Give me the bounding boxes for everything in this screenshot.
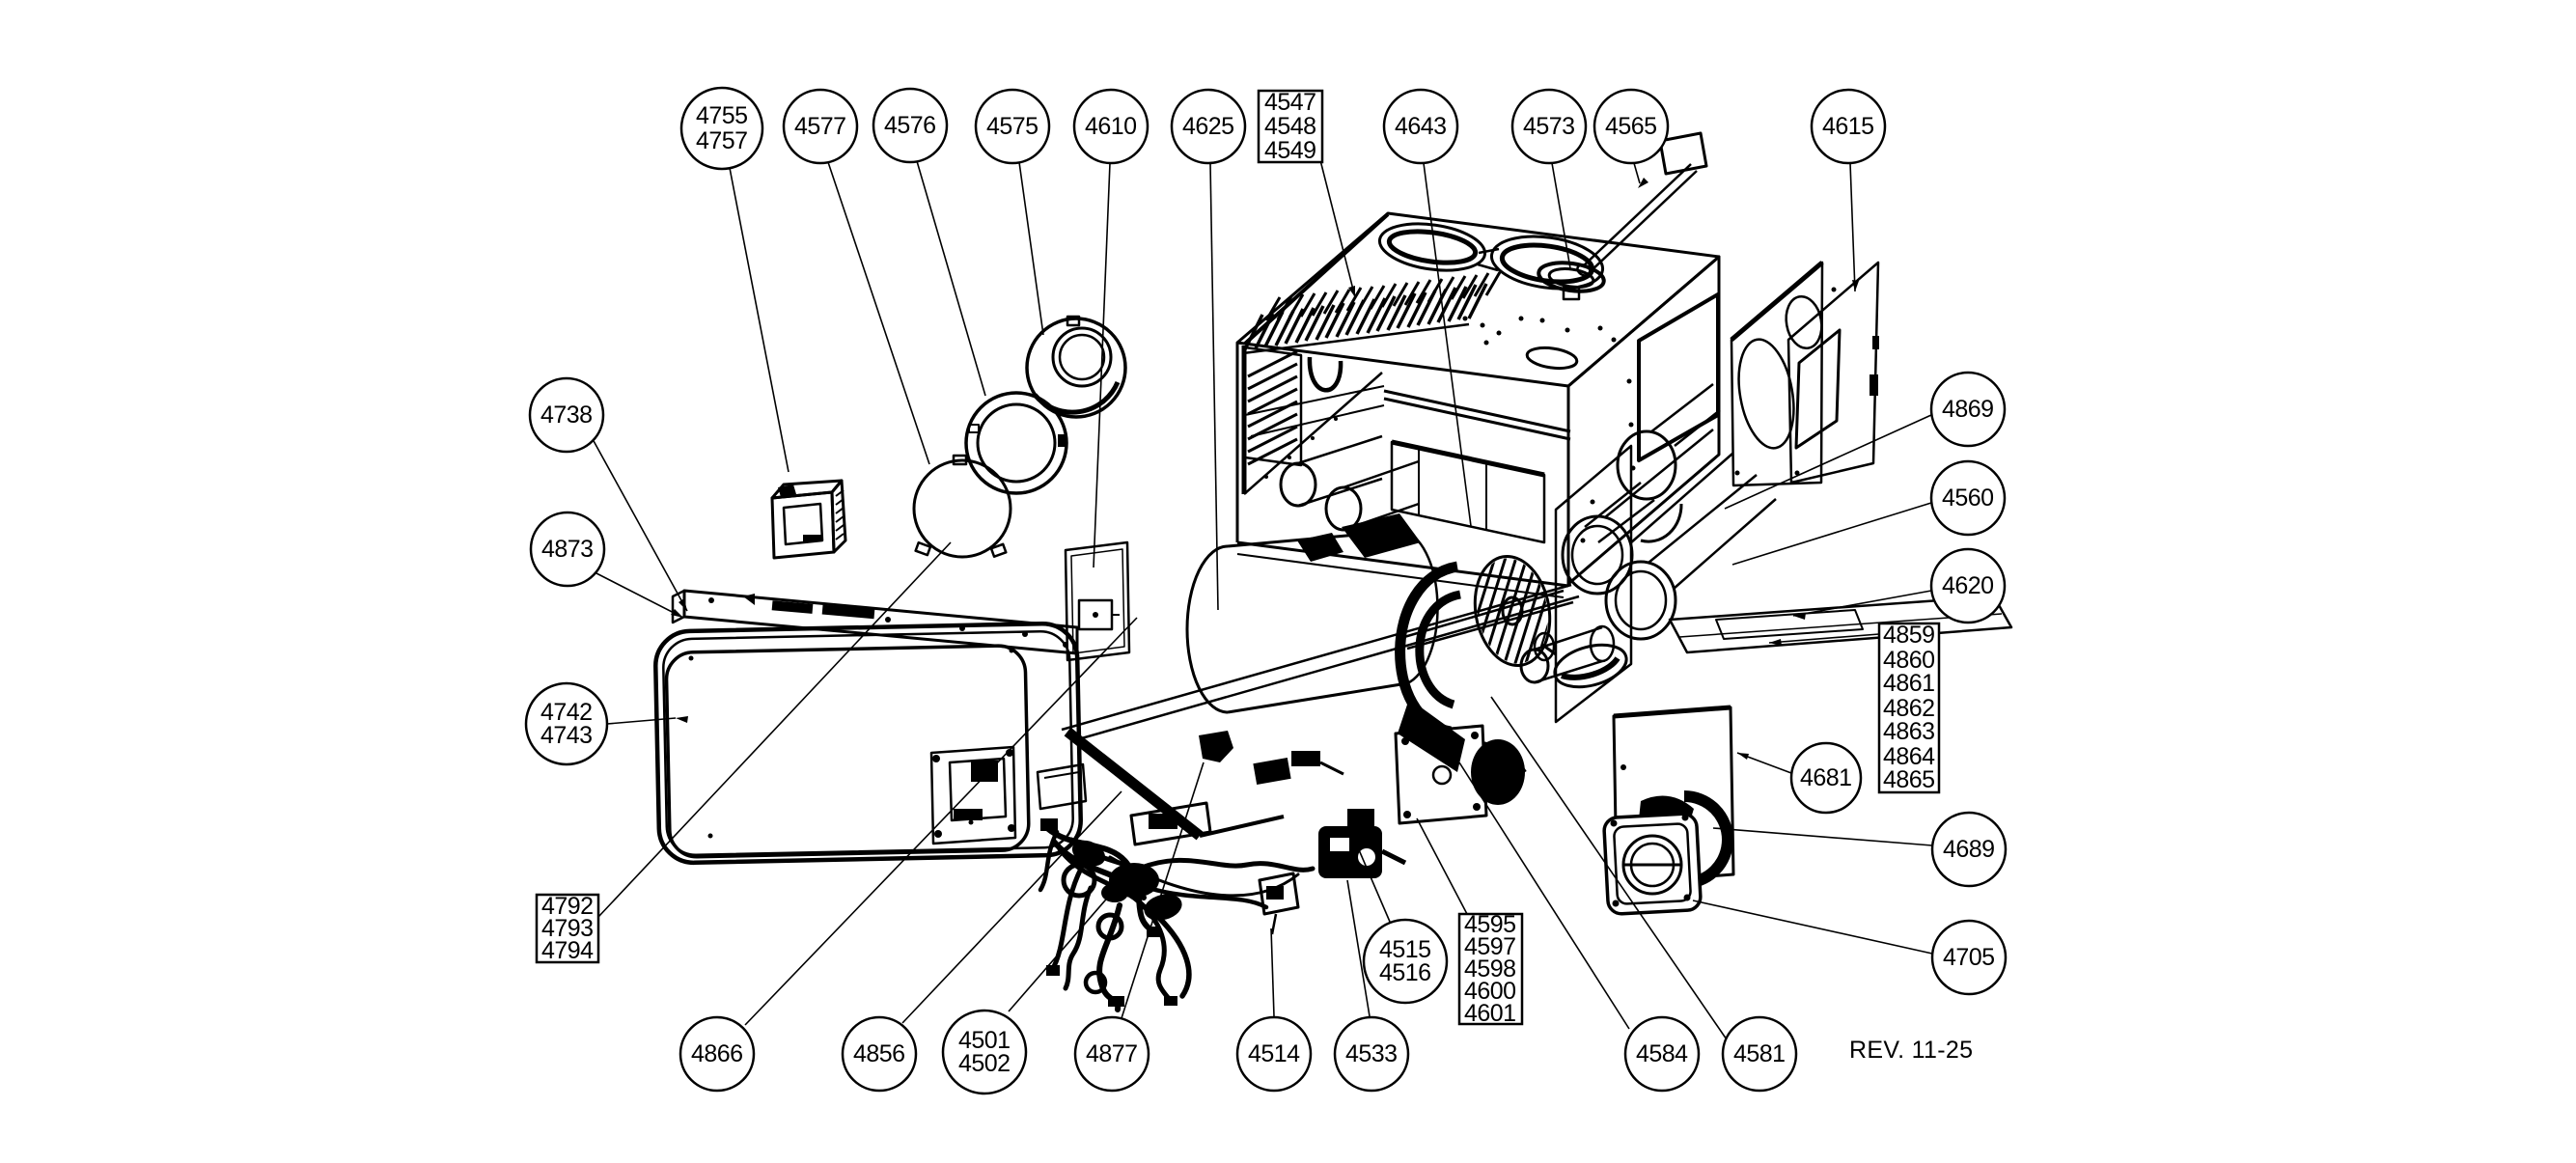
svg-text:4681: 4681	[1800, 764, 1852, 791]
svg-text:4877: 4877	[1086, 1040, 1138, 1067]
svg-text:4689: 4689	[1943, 836, 1995, 863]
svg-text:4643: 4643	[1395, 113, 1447, 140]
svg-text:4533: 4533	[1345, 1040, 1398, 1067]
svg-text:4794: 4794	[541, 937, 594, 964]
svg-text:4856: 4856	[853, 1040, 905, 1067]
svg-text:4560: 4560	[1942, 485, 1994, 512]
svg-text:4705: 4705	[1943, 944, 1995, 971]
svg-text:4866: 4866	[691, 1040, 743, 1067]
svg-text:4865: 4865	[1883, 766, 1935, 793]
svg-text:4584: 4584	[1636, 1040, 1688, 1067]
svg-text:4549: 4549	[1264, 137, 1316, 164]
svg-text:4793: 4793	[541, 915, 594, 942]
svg-text:4742: 4742	[540, 699, 593, 726]
svg-text:4515: 4515	[1379, 936, 1431, 963]
svg-text:4610: 4610	[1085, 113, 1137, 140]
svg-text:4755: 4755	[696, 102, 748, 129]
svg-text:4869: 4869	[1942, 396, 1994, 423]
svg-text:REV. 11-25: REV. 11-25	[1849, 1037, 1973, 1064]
svg-text:4863: 4863	[1883, 718, 1935, 745]
svg-text:4502: 4502	[958, 1050, 1011, 1077]
svg-text:4575: 4575	[986, 113, 1039, 140]
svg-text:4501: 4501	[958, 1027, 1011, 1054]
svg-text:4615: 4615	[1822, 113, 1874, 140]
svg-text:4873: 4873	[541, 536, 594, 563]
svg-text:4864: 4864	[1883, 743, 1935, 770]
svg-text:4547: 4547	[1264, 89, 1316, 116]
svg-text:4862: 4862	[1883, 695, 1935, 722]
svg-text:4516: 4516	[1379, 959, 1431, 986]
svg-text:4595: 4595	[1464, 911, 1516, 938]
svg-text:4861: 4861	[1883, 670, 1935, 697]
svg-text:4738: 4738	[540, 402, 593, 429]
svg-text:4598: 4598	[1464, 955, 1516, 983]
svg-text:4600: 4600	[1464, 978, 1516, 1005]
svg-text:4597: 4597	[1464, 933, 1516, 960]
svg-text:4548: 4548	[1264, 113, 1316, 140]
svg-text:4743: 4743	[540, 722, 593, 749]
svg-text:4757: 4757	[696, 127, 748, 154]
svg-text:4573: 4573	[1523, 113, 1575, 140]
svg-text:4577: 4577	[794, 113, 846, 140]
svg-text:4514: 4514	[1248, 1040, 1300, 1067]
svg-text:4625: 4625	[1182, 113, 1234, 140]
svg-text:4565: 4565	[1605, 113, 1657, 140]
svg-text:4620: 4620	[1942, 572, 1994, 599]
svg-text:4792: 4792	[541, 893, 594, 920]
svg-text:4859: 4859	[1883, 622, 1935, 649]
svg-text:4601: 4601	[1464, 1000, 1516, 1027]
svg-text:4576: 4576	[884, 112, 936, 139]
svg-text:4581: 4581	[1733, 1040, 1786, 1067]
svg-text:4860: 4860	[1883, 647, 1935, 674]
